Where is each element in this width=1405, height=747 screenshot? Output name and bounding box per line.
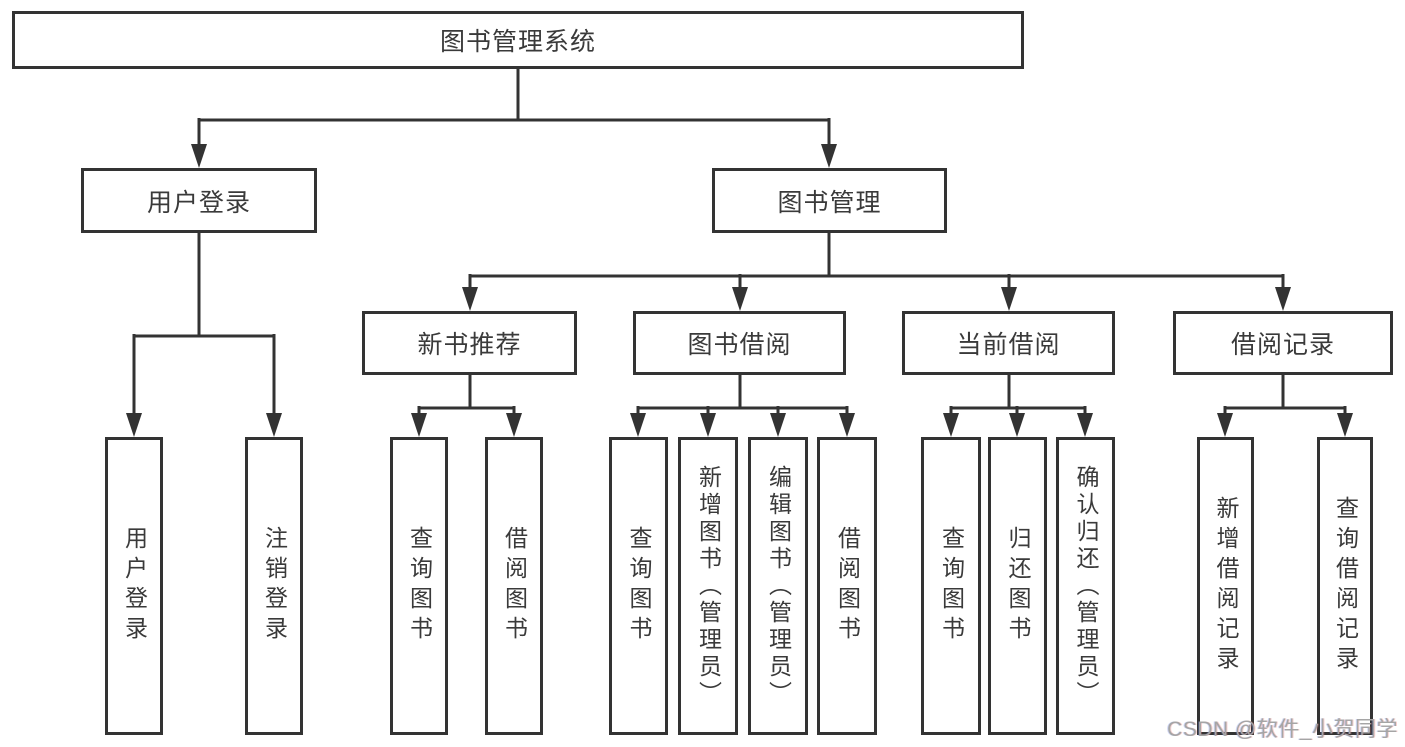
node-label: 用户登录 — [146, 188, 251, 217]
leaf-user-login: 用户登录 — [105, 437, 163, 735]
node-label: 新增借阅记录 — [1213, 496, 1239, 676]
leaf-query-books-current: 查询图书 — [921, 437, 981, 735]
leaf-query-books-recommend: 查询图书 — [390, 437, 448, 735]
node-label: 当前借阅 — [956, 331, 1061, 359]
node-label: 查询图书 — [938, 526, 965, 646]
leaf-add-borrow-record: 新增借阅记录 — [1197, 437, 1254, 735]
leaf-borrow-books-recommend: 借阅图书 — [485, 437, 543, 735]
node-label: 借阅记录 — [1230, 331, 1335, 359]
node-label: 注销登录 — [261, 526, 288, 646]
node-borrowing-records: 借阅记录 — [1173, 311, 1393, 375]
leaf-query-borrow-record: 查询借阅记录 — [1317, 437, 1373, 735]
node-label: 编辑图书（管理员） — [765, 464, 792, 708]
node-label: 查询图书 — [626, 526, 652, 646]
node-library-management-system: 图书管理系统 — [12, 11, 1024, 69]
node-current-borrowing: 当前借阅 — [902, 311, 1115, 375]
node-label: 借阅图书 — [501, 526, 528, 646]
node-book-borrowing: 图书借阅 — [633, 311, 846, 375]
node-label: 图书借阅 — [687, 331, 792, 359]
leaf-edit-books-admin: 编辑图书（管理员） — [748, 437, 808, 735]
leaf-return-books: 归还图书 — [988, 437, 1047, 735]
node-label: 确认归还（管理员） — [1073, 464, 1099, 708]
node-label: 查询借阅记录 — [1332, 496, 1359, 676]
node-label: 图书管理 — [777, 188, 882, 217]
node-label: 新书推荐 — [417, 331, 522, 359]
leaf-confirm-return-admin: 确认归还（管理员） — [1056, 437, 1115, 735]
node-label: 用户登录 — [121, 526, 148, 646]
node-new-book-recommendation: 新书推荐 — [362, 311, 577, 375]
node-label: 新增图书（管理员） — [695, 464, 722, 708]
node-label: 图书管理系统 — [439, 28, 596, 56]
leaf-logout: 注销登录 — [245, 437, 303, 735]
node-book-management: 图书管理 — [712, 168, 947, 233]
node-label: 查询图书 — [406, 526, 433, 646]
leaf-query-books-borrow: 查询图书 — [609, 437, 668, 735]
node-label: 归还图书 — [1005, 526, 1031, 646]
node-label: 借阅图书 — [834, 526, 861, 646]
leaf-add-books-admin: 新增图书（管理员） — [678, 437, 738, 735]
leaf-borrow-books: 借阅图书 — [817, 437, 877, 735]
node-user-login: 用户登录 — [81, 168, 317, 233]
csdn-watermark: CSDN @软件_小贺同学 — [1167, 718, 1398, 741]
